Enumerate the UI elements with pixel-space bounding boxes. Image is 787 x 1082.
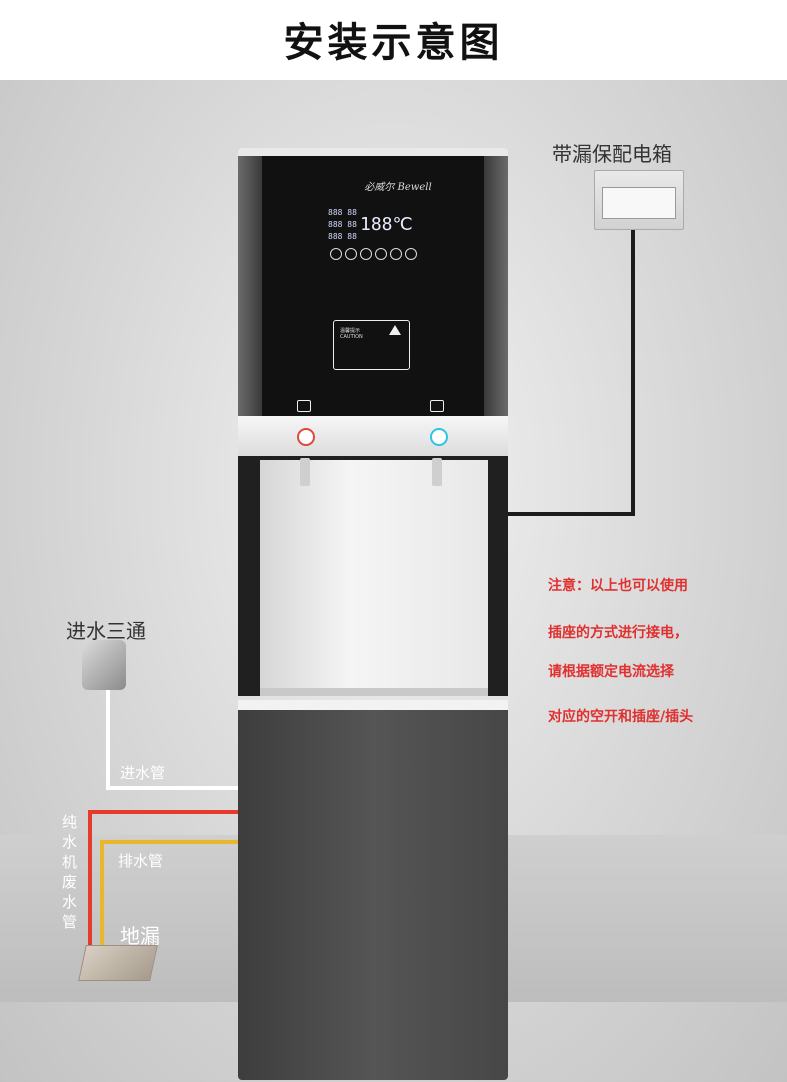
caution-subtitle: CAUTION	[340, 334, 363, 340]
touch-button-1[interactable]	[330, 248, 342, 260]
touch-button-4[interactable]	[375, 248, 387, 260]
cold-water-button[interactable]	[430, 428, 448, 446]
touch-button-6[interactable]	[405, 248, 417, 260]
drain-pipe-horizontal	[100, 840, 240, 844]
hot-water-cup-icon	[297, 400, 311, 412]
lcd-display: 888 88 888 88 888 88	[328, 208, 418, 242]
waste-pipe-vertical	[88, 810, 92, 960]
inlet-pipe-label: 进水管	[120, 764, 166, 782]
note-line-3: 请根据额定电流选择	[548, 664, 674, 680]
lcd-small-readout-2: 888 88	[328, 220, 357, 229]
drip-tray	[260, 688, 488, 696]
title-band: 安装示意图	[0, 0, 787, 80]
waste-pipe-horizontal	[88, 810, 240, 814]
touch-button-2[interactable]	[345, 248, 357, 260]
power-cable-vertical	[631, 228, 635, 516]
hot-spout	[300, 458, 310, 486]
lcd-small-readout: 888 88	[328, 208, 357, 217]
touch-button-3[interactable]	[360, 248, 372, 260]
power-cable-horizontal	[505, 512, 635, 516]
dispense-alcove-interior	[260, 460, 488, 696]
inlet-pipe-horizontal	[106, 786, 240, 790]
machine-control-panel	[238, 148, 508, 424]
cold-water-cup-icon	[430, 400, 444, 412]
touch-button-5[interactable]	[390, 248, 402, 260]
caution-label: 温馨提示 CAUTION	[333, 320, 410, 370]
breaker-window	[602, 187, 676, 219]
dispense-band	[238, 416, 508, 456]
floor-drain-label: 地漏	[120, 924, 160, 948]
floor-drain-icon	[78, 945, 158, 981]
machine-side-right	[484, 156, 508, 416]
electric-box	[594, 170, 684, 230]
cold-spout	[432, 458, 442, 486]
machine-base-cabinet	[238, 700, 508, 1080]
drain-pipe-label: 排水管	[118, 852, 164, 870]
lcd-temperature: 188℃	[360, 214, 413, 235]
note-line-2: 插座的方式进行接电，	[548, 625, 688, 641]
inlet-tee-label: 进水三通	[66, 619, 146, 643]
note-line-1: 注意：以上也可以使用	[548, 578, 688, 594]
drain-pipe-vertical	[100, 840, 104, 958]
note-line-4: 对应的空开和插座/插头	[548, 709, 694, 725]
touch-button-row	[330, 248, 417, 262]
inlet-pipe-vertical	[106, 690, 110, 788]
hot-water-button[interactable]	[297, 428, 315, 446]
caution-title: 温馨提示	[340, 328, 361, 334]
waste-pipe-label: 纯水机废水管	[62, 813, 78, 931]
lcd-small-readout-3: 888 88	[328, 232, 357, 241]
warning-triangle-icon	[389, 325, 401, 335]
electric-box-label: 带漏保配电箱	[552, 142, 672, 166]
inlet-tee-fitting-icon	[82, 640, 126, 690]
page-title: 安装示意图	[283, 20, 504, 66]
machine-side-left	[238, 156, 262, 416]
brand-logo: 必威尔 Bewell	[364, 182, 432, 193]
